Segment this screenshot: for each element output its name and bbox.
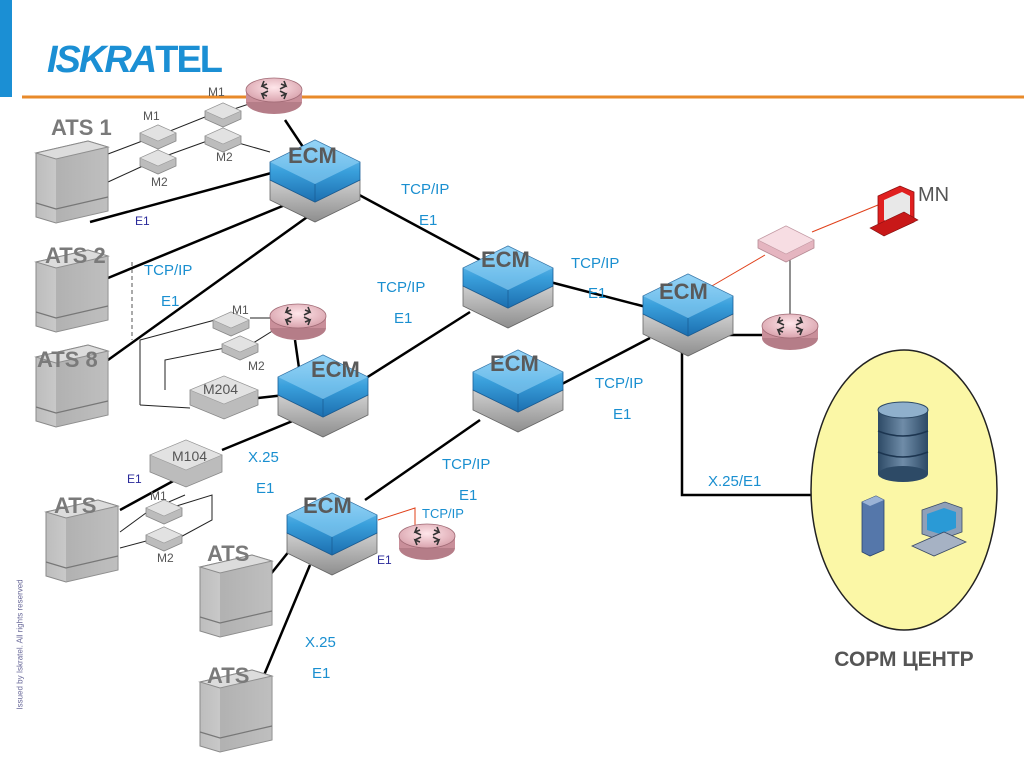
module-m2-c <box>221 335 259 361</box>
module-m2-b <box>204 127 242 153</box>
module-label-m204: M204 <box>203 381 238 397</box>
link-label-e1-mid: E1 <box>394 310 412 327</box>
database-icon <box>877 401 929 482</box>
logo: ISKRATEL <box>47 39 223 81</box>
router-top <box>245 77 303 115</box>
module-label-m1-b: M1 <box>208 85 225 99</box>
module-label-m2-d: M2 <box>157 551 174 565</box>
mn-switch <box>757 225 815 263</box>
module-m1-d <box>145 499 183 525</box>
link-label-tcpip-low: TCP/IP <box>442 456 490 473</box>
server-icon <box>861 495 885 557</box>
module-m2-d <box>145 526 183 552</box>
link-label-e1-top: E1 <box>419 212 437 229</box>
sorm-label: СОРМ ЦЕНТР <box>834 648 973 671</box>
router-mid <box>269 303 327 341</box>
router-low <box>398 523 456 561</box>
module-label-m104: M104 <box>172 448 207 464</box>
module-label-m2-b: M2 <box>216 150 233 164</box>
link-label-tcpip-right: TCP/IP <box>571 255 619 272</box>
workstation-icon <box>911 501 967 557</box>
header-accent-bar <box>0 0 12 97</box>
mn-terminal-icon <box>869 185 919 237</box>
module-m1-b <box>204 102 242 128</box>
ats-cabinet-b <box>199 554 273 638</box>
link-label-e1-right: E1 <box>588 285 606 302</box>
ats8-label: ATS 8 <box>37 347 98 372</box>
ecm-label-2: ECM <box>481 247 530 272</box>
ats-label-b: ATS <box>207 541 249 566</box>
link-label-tcpip-router: TCP/IP <box>422 506 464 521</box>
link-label-e1-ats2: E1 <box>161 293 179 310</box>
module-label-m1-c: M1 <box>232 303 249 317</box>
ecm-label-5: ECM <box>490 351 539 376</box>
module-m204 <box>189 375 259 420</box>
link-label-e1-low: E1 <box>459 487 477 504</box>
module-m104 <box>149 439 223 488</box>
link-label-e1-m104-left: E1 <box>127 472 142 486</box>
ecm-label-1: ECM <box>288 143 337 168</box>
ats-label-a: ATS <box>54 493 96 518</box>
link-label-x25e1: X.25/E1 <box>708 473 761 490</box>
ats1-cabinet <box>35 140 109 224</box>
link-label-e1-ecm5: E1 <box>613 406 631 423</box>
link-label-x25-m104: X.25 <box>248 449 279 466</box>
red-lines <box>377 204 879 530</box>
link-label-e1-ats1: E1 <box>135 214 150 228</box>
ats-label-c: ATS <box>207 663 249 688</box>
module-m1-a <box>139 124 177 150</box>
router-right <box>761 313 819 351</box>
link-label-e1-m104: E1 <box>256 480 274 497</box>
link-label-e1-router: E1 <box>377 553 392 567</box>
ats1-label: ATS 1 <box>51 115 112 140</box>
ats2-label: ATS 2 <box>45 243 106 268</box>
ecm-label-4: ECM <box>311 357 360 382</box>
link-label-tcpip-ats2: TCP/IP <box>144 262 192 279</box>
link-label-tcpip-ecm5: TCP/IP <box>595 375 643 392</box>
sorm-center <box>810 349 998 631</box>
module-label-m1-d: M1 <box>150 489 167 503</box>
ecm-label-6: ECM <box>303 493 352 518</box>
module-label-m1-a: M1 <box>143 109 160 123</box>
link-label-tcpip-mid: TCP/IP <box>377 279 425 296</box>
module-m2-a <box>139 149 177 175</box>
link-label-e1-bottom: E1 <box>312 665 330 682</box>
module-label-m2-c: M2 <box>248 359 265 373</box>
mn-label: MN <box>918 184 949 206</box>
module-label-m2-a: M2 <box>151 175 168 189</box>
link-label-tcpip-top: TCP/IP <box>401 181 449 198</box>
link-label-x25-bottom: X.25 <box>305 634 336 651</box>
connection-lines <box>89 119 812 681</box>
ecm-label-3: ECM <box>659 279 708 304</box>
